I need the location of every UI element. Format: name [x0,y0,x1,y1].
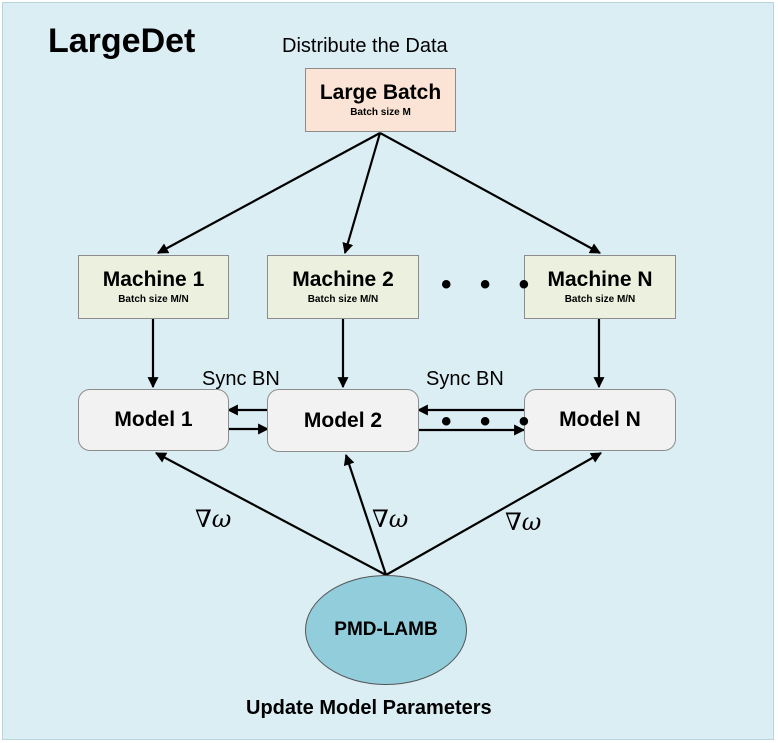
machine-n-box: Machine N Batch size M/N [524,255,676,319]
arrow-batch-to-machine-2 [342,132,382,255]
machine-2-box: Machine 2 Batch size M/N [267,255,419,319]
pmd-lamb-optimizer: PMD-LAMB [305,575,467,685]
machine-1-batch-size: Batch size M/N [118,294,189,305]
gradient-arrow-to-model-1 [155,452,387,576]
model-1-label: Model 1 [114,408,193,431]
update-label: Update Model Parameters [246,697,492,719]
gradient-label-3: ∇ω [505,508,542,536]
model-ellipsis: • • • [441,405,540,438]
distribute-label: Distribute the Data [282,35,448,57]
machine-ellipsis: • • • [441,268,540,301]
machine-1-box: Machine 1 Batch size M/N [78,255,229,319]
arrow-batch-to-machine-1 [157,132,381,254]
model-n-box: Model N [524,389,676,451]
diagram-title: LargeDet [48,22,196,60]
gradient-label-1: ∇ω [195,505,232,533]
model-n-label: Model N [559,408,641,431]
sync-bn-label-1: Sync BN [202,368,280,390]
arrow-batch-to-machine-n [379,132,601,254]
gradient-label-2: ∇ω [372,505,409,533]
machine-2-label: Machine 2 [292,268,394,291]
pmd-lamb-label: PMD-LAMB [334,619,438,640]
model-2-box: Model 2 [267,389,419,452]
machine-n-label: Machine N [547,268,653,291]
gradient-arrow-to-model-n [385,452,602,576]
model-1-box: Model 1 [78,389,229,451]
machine-1-label: Machine 1 [102,268,205,291]
large-batch-label: Large Batch [319,81,442,104]
machine-n-batch-size: Batch size M/N [564,294,636,305]
sync-bn-label-2: Sync BN [426,368,504,390]
large-batch-box: Large Batch Batch size M [305,68,456,132]
model-2-label: Model 2 [303,408,383,432]
large-batch-size: Batch size M [350,107,411,118]
machine-2-batch-size: Batch size M/N [307,294,379,305]
gradient-arrow-to-model-2 [343,453,388,576]
